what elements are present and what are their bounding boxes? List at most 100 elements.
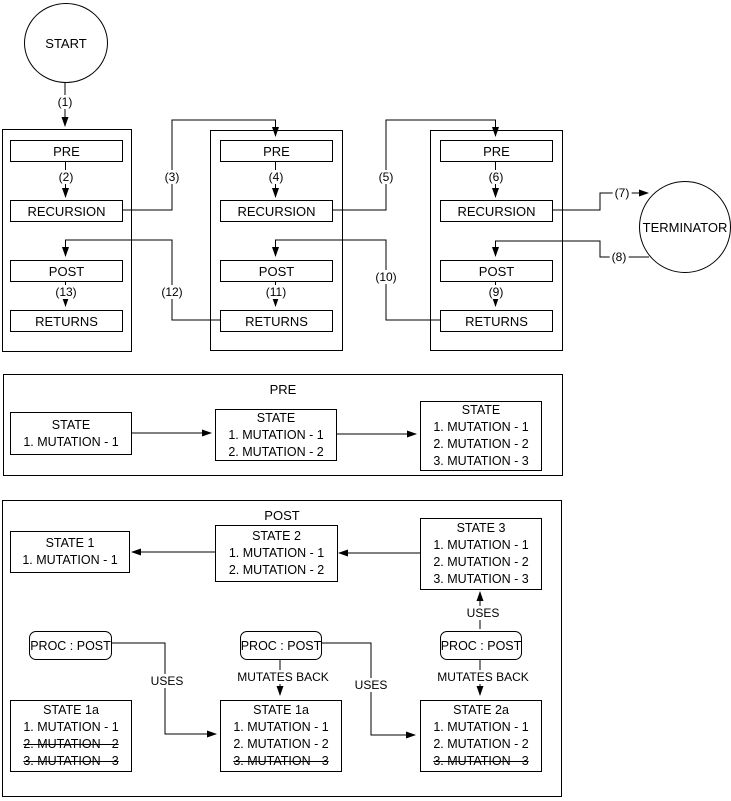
post-state-2-title: STATE 2 bbox=[252, 529, 301, 543]
pre-state-2-title: STATE bbox=[256, 410, 296, 425]
proc-post-2-label: PROC : POST bbox=[240, 638, 322, 653]
edge-3-recursion1-to-pre2 bbox=[121, 119, 279, 211]
post-state-2-mutation-2: 2. MUTATION - 2 bbox=[228, 563, 325, 577]
state-1a-mid-mutation-2: 2. MUTATION - 2 bbox=[233, 737, 329, 751]
frame1-pre-label: PRE bbox=[53, 143, 80, 159]
pre-state-1-title: STATE bbox=[51, 417, 91, 432]
post-state-3-title: STATE 3 bbox=[456, 521, 506, 535]
pre-state-box-3: STATE 1. MUTATION - 1 2. MUTATION - 2 3.… bbox=[420, 401, 542, 471]
post-state-box-1a-mid: STATE 1a 1. MUTATION - 1 2. MUTATION - 2… bbox=[220, 700, 342, 772]
edge-label-8: (8) bbox=[609, 250, 629, 264]
edge-10-returns3-to-post2 bbox=[272, 239, 440, 321]
post-state-1-mutation-1: 1. MUTATION - 1 bbox=[22, 553, 118, 567]
terminator-label: TERMINATOR bbox=[642, 219, 728, 235]
frame1-post-node: POST bbox=[10, 260, 123, 282]
state-1a-left-title: STATE 1a bbox=[43, 703, 99, 717]
post-state-box-2: STATE 2 1. MUTATION - 1 2. MUTATION - 2 bbox=[215, 525, 338, 582]
edge-label-4: (4) bbox=[266, 170, 286, 184]
pre-state-3-mutation-3: 3. MUTATION - 3 bbox=[433, 454, 529, 468]
proc-post-1-label: PROC : POST bbox=[30, 638, 111, 653]
state-1a-left-mutation-2: 2. MUTATION - 2 bbox=[23, 737, 119, 751]
proc-post-box-3: PROC : POST bbox=[440, 631, 522, 660]
edge-label-9: (9) bbox=[486, 285, 506, 299]
state-1a-mid-title: STATE 1a bbox=[253, 703, 309, 717]
state-2a-title: STATE 2a bbox=[453, 703, 509, 717]
state-2a-mutation-2: 2. MUTATION - 2 bbox=[433, 737, 529, 751]
edge-12-returns2-to-post1 bbox=[62, 239, 220, 321]
state-2a-mutation-1: 1. MUTATION - 1 bbox=[433, 720, 529, 734]
frame3-returns-label: RETURNS bbox=[465, 313, 528, 329]
start-node: START bbox=[24, 3, 108, 83]
pre-state-3-title: STATE bbox=[461, 403, 501, 417]
uses-arrow-proc1-to-state1a bbox=[110, 642, 217, 738]
proc-post-box-1: PROC : POST bbox=[29, 631, 112, 660]
frame2-pre-label: PRE bbox=[263, 143, 290, 159]
frame3-pre-label: PRE bbox=[483, 143, 510, 159]
state-1a-mid-mutation-1: 1. MUTATION - 1 bbox=[233, 720, 329, 734]
frame3-post-node: POST bbox=[440, 260, 553, 282]
post-state-1-title: STATE 1 bbox=[45, 536, 95, 550]
post-state-3-mutation-2: 2. MUTATION - 2 bbox=[433, 555, 529, 569]
post-section-title: POST bbox=[264, 508, 300, 523]
post-state-box-1a-left: STATE 1a 1. MUTATION - 1 2. MUTATION - 2… bbox=[10, 700, 132, 772]
edge-7-recursion3-to-terminator bbox=[551, 189, 649, 211]
frame3-returns-node: RETURNS bbox=[440, 310, 553, 332]
frame3-post-label: POST bbox=[478, 263, 515, 279]
state-1a-left-mutation-3: 3. MUTATION - 3 bbox=[23, 754, 119, 768]
edge-label-10: (10) bbox=[373, 270, 399, 284]
frame1-returns-label: RETURNS bbox=[35, 313, 98, 329]
frame2-post-label: POST bbox=[258, 263, 295, 279]
pre-section-title: PRE bbox=[269, 382, 297, 397]
post-state-box-3: STATE 3 1. MUTATION - 1 2. MUTATION - 2 … bbox=[420, 518, 542, 590]
pre-state-2-mutation-1: 1. MUTATION - 1 bbox=[228, 427, 324, 442]
pre-state-3-mutation-2: 2. MUTATION - 2 bbox=[433, 437, 529, 451]
uses-label-proc1-state1a: USES bbox=[148, 674, 186, 688]
pre-state-box-1: STATE 1. MUTATION - 1 bbox=[10, 412, 132, 455]
pre-state-3-mutation-1: 1. MUTATION - 1 bbox=[433, 420, 529, 434]
pre-section: PRE bbox=[3, 374, 563, 476]
frame2-returns-node: RETURNS bbox=[220, 310, 333, 332]
frame1-returns-node: RETURNS bbox=[10, 310, 123, 332]
state-2a-mutation-3: 3. MUTATION - 3 bbox=[433, 754, 529, 768]
edge-label-1: (1) bbox=[55, 95, 75, 109]
edge-label-5: (5) bbox=[376, 170, 396, 184]
frame2-recursion-label: RECURSION bbox=[237, 203, 316, 219]
edge-label-7: (7) bbox=[612, 186, 632, 200]
post-section: POST bbox=[2, 500, 562, 797]
post-state-box-1: STATE 1 1. MUTATION - 1 bbox=[10, 531, 130, 573]
post-state-box-2a: STATE 2a 1. MUTATION - 1 2. MUTATION - 2… bbox=[420, 700, 542, 772]
frame3-recursion-label: RECURSION bbox=[457, 203, 536, 219]
pre-state-box-2: STATE 1. MUTATION - 1 2. MUTATION - 2 bbox=[215, 409, 337, 461]
state-1a-mid-mutation-3: 3. MUTATION - 3 bbox=[233, 754, 329, 768]
frame2-post-node: POST bbox=[220, 260, 333, 282]
mutates-back-label-proc3: MUTATES BACK bbox=[435, 670, 531, 684]
uses-label-proc3-state3: USES bbox=[464, 606, 502, 620]
terminator-node: TERMINATOR bbox=[639, 181, 731, 273]
pre-state-2-mutation-2: 2. MUTATION - 2 bbox=[228, 444, 324, 459]
pre-state-1-mutation-1: 1. MUTATION - 1 bbox=[23, 434, 119, 449]
uses-label-proc2-state2a: USES bbox=[352, 678, 390, 692]
edge-label-6: (6) bbox=[486, 170, 506, 184]
post-state-3-mutation-1: 1. MUTATION - 1 bbox=[433, 538, 529, 552]
state-1a-left-mutation-1: 1. MUTATION - 1 bbox=[23, 720, 119, 734]
edge-5-recursion2-to-pre3 bbox=[331, 119, 499, 211]
frame1-post-label: POST bbox=[48, 263, 85, 279]
frame3-recursion-node: RECURSION bbox=[440, 200, 553, 222]
edge-label-3: (3) bbox=[162, 170, 182, 184]
proc-post-box-2: PROC : POST bbox=[240, 631, 322, 660]
post-state-2-mutation-1: 1. MUTATION - 1 bbox=[228, 546, 325, 560]
proc-post-3-label: PROC : POST bbox=[440, 638, 522, 653]
frame2-returns-label: RETURNS bbox=[245, 313, 308, 329]
frame1-recursion-label: RECURSION bbox=[27, 203, 106, 219]
start-label: START bbox=[45, 35, 87, 51]
frame3-pre-node: PRE bbox=[440, 140, 553, 162]
edge-label-12: (12) bbox=[159, 285, 185, 299]
mutates-back-label-proc2: MUTATES BACK bbox=[235, 670, 331, 684]
recursion-frame-1 bbox=[2, 129, 132, 352]
frame1-recursion-node: RECURSION bbox=[10, 200, 123, 222]
frame2-recursion-node: RECURSION bbox=[220, 200, 333, 222]
edge-label-11: (11) bbox=[263, 285, 289, 299]
frame1-pre-node: PRE bbox=[10, 140, 123, 162]
edge-label-13: (13) bbox=[53, 285, 79, 299]
